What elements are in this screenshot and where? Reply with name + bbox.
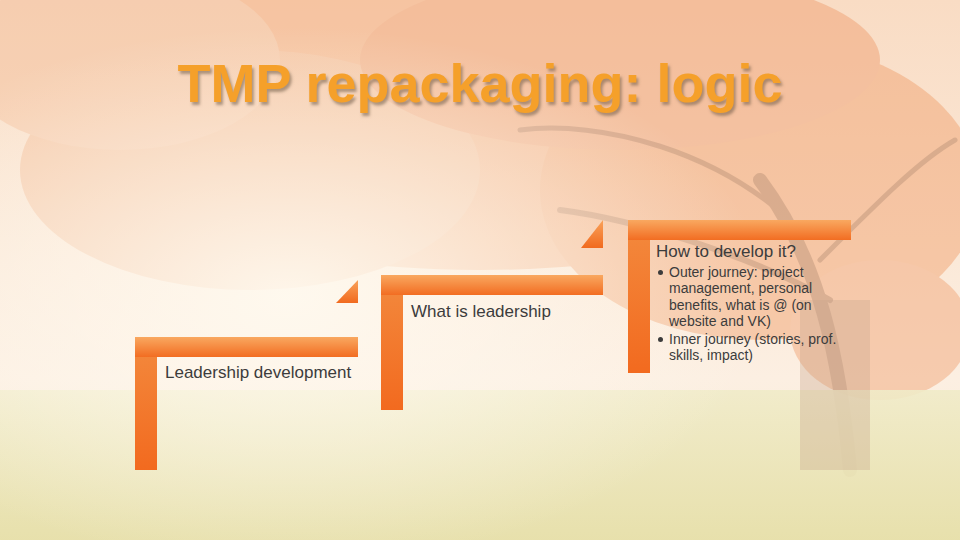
step-arrow [336,280,358,303]
step-riser [381,275,403,410]
step-heading: Leadership development [165,363,352,383]
step-tread [628,220,851,240]
step-box: What is leadership [381,275,603,410]
step-tread [135,337,358,357]
slide-title: TMP repackaging: logic [0,52,960,114]
step-shape [381,275,603,410]
step-heading: How to develop it? [656,242,845,262]
step-arrows [336,220,603,303]
step-box: How to develop it?Outer journey: project… [628,220,851,373]
bullet-text: Outer journey: project management, perso… [656,264,845,328]
step-heading: What is leadership [411,302,597,322]
step-arrow [581,220,603,248]
bullet-dot [658,337,663,342]
bullet-text: Inner journey (stories, prof. skills, im… [656,331,845,363]
step-riser [628,220,650,373]
step-box: Leadership development [135,337,358,470]
step-shape [135,337,358,470]
bullet-dot [658,270,663,275]
step-tread [381,275,603,295]
